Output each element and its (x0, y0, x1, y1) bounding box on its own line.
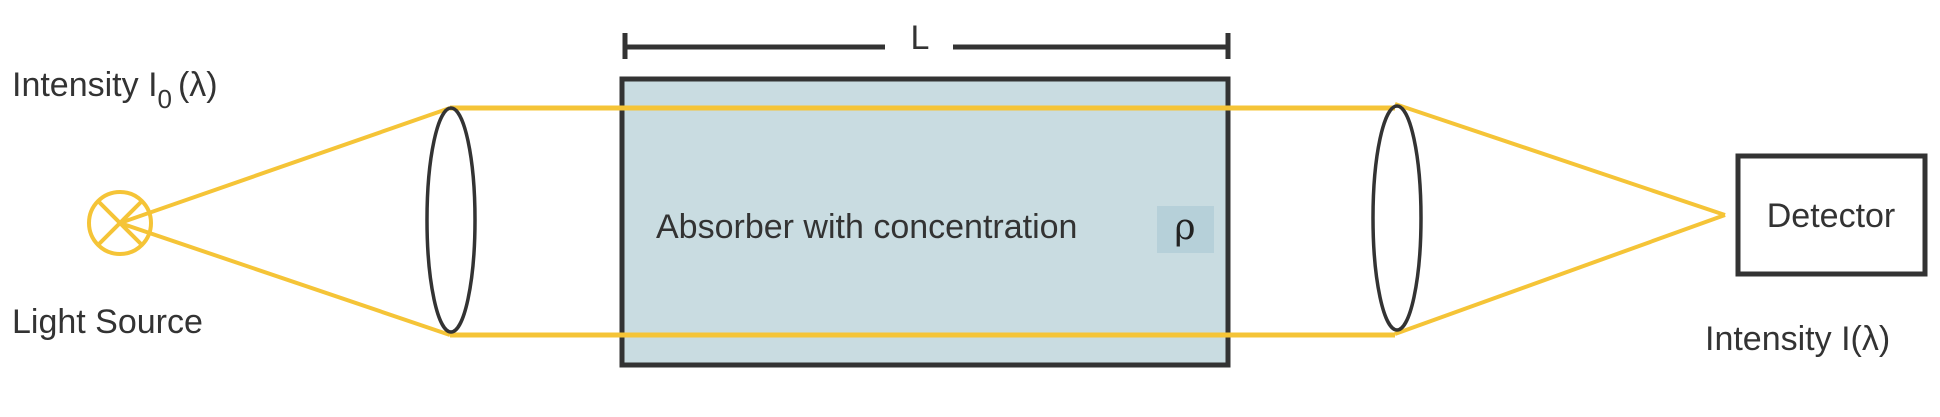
beam-parallel (450, 105, 1395, 338)
light-source-label: Light Source (12, 303, 203, 341)
beam-converging (1394, 102, 1726, 336)
absorber-label: Absorber with concentration (656, 208, 1077, 246)
crossed-circle-lamp-icon (87, 190, 153, 256)
concentration-highlight (1157, 206, 1214, 253)
absorber-cell (619, 76, 1231, 368)
lens-left (425, 106, 477, 334)
lens-right (1371, 104, 1423, 332)
detector-box (1735, 153, 1928, 277)
length-dimension (622, 33, 1231, 59)
intensity-out-label: Intensity I(λ) (1705, 320, 1890, 358)
concentration-symbol: ρ (1174, 207, 1195, 248)
detector-label: Detector (1767, 197, 1896, 235)
beam-diverging (119, 106, 451, 337)
length-label: L (911, 19, 930, 57)
intensity-in-label: Intensity I0(λ) (12, 66, 218, 114)
